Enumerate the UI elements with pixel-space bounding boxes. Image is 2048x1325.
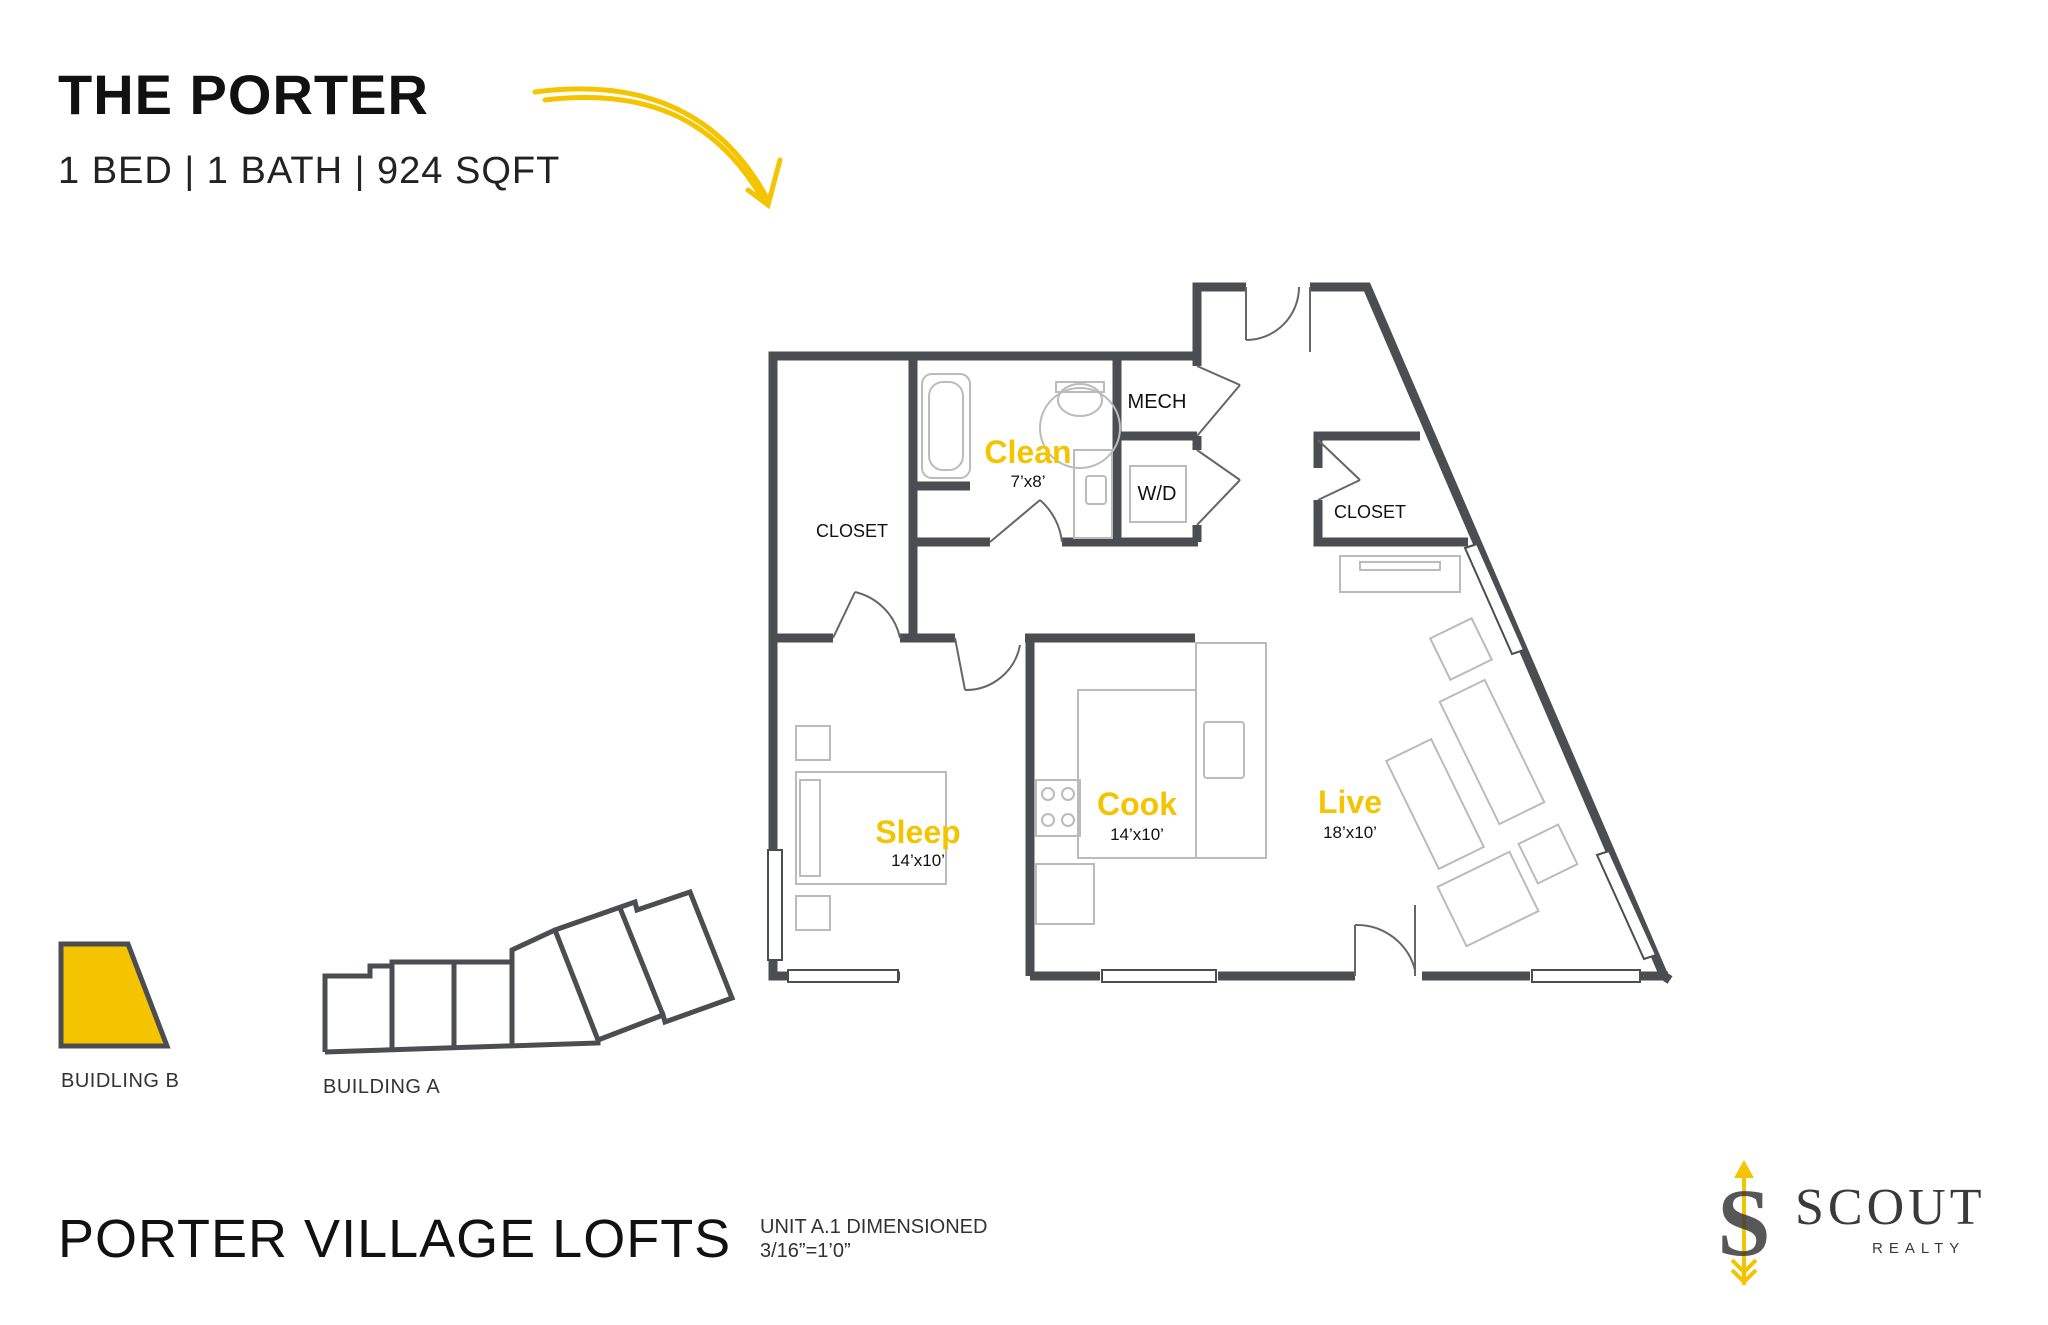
washer-dryer-icon xyxy=(1129,465,1187,523)
bathtub-icon xyxy=(921,373,971,479)
room-dim-clean: 7’x8’ xyxy=(1011,472,1046,491)
wd-label: W/D xyxy=(1138,483,1177,505)
plan-subtitle: 1 BED | 1 BATH | 924 SQFT xyxy=(58,150,561,192)
closet-left-label: CLOSET xyxy=(816,521,888,541)
scale-label: 3/16”=1’0” xyxy=(760,1240,851,1262)
fridge-icon xyxy=(1035,863,1095,925)
building-a-label: BUILDING A xyxy=(323,1076,441,1098)
room-dim-live: 18’x10’ xyxy=(1323,823,1377,842)
windows xyxy=(767,542,1658,983)
building-b-shape xyxy=(58,941,171,1049)
unit-note: UNIT A.1 DIMENSIONED 3/16”=1’0” xyxy=(760,1215,987,1263)
armchair-icon xyxy=(1436,850,1540,948)
room-name-live: Live xyxy=(1318,784,1382,820)
room-dim-sleep: 14’x10’ xyxy=(891,851,945,870)
tv-console-icon xyxy=(1339,555,1461,593)
svg-text:S: S xyxy=(1717,1169,1770,1276)
building-b-label: BUIDLING B xyxy=(61,1070,180,1092)
room-name-cook: Cook xyxy=(1097,786,1177,822)
nightstand-icon xyxy=(795,725,831,761)
sofa-icon xyxy=(1438,678,1546,826)
property-name: PORTER VILLAGE LOFTS xyxy=(58,1209,732,1269)
logo-name: SCOUT xyxy=(1795,1179,1986,1236)
bed-icon xyxy=(795,771,947,885)
toilet-icon xyxy=(1057,383,1103,417)
room-name-sleep: Sleep xyxy=(875,814,960,850)
plan-title: THE PORTER xyxy=(58,63,429,126)
doors xyxy=(832,286,1416,976)
vanity-sink-icon xyxy=(1073,449,1113,539)
side-table-icon xyxy=(1428,616,1494,682)
walls xyxy=(768,282,1673,984)
building-a-shape xyxy=(322,888,736,1055)
unit-label: UNIT A.1 DIMENSIONED xyxy=(760,1216,988,1238)
closet-right-label: CLOSET xyxy=(1334,502,1406,522)
room-name-clean: Clean xyxy=(984,434,1071,470)
room-dim-cook: 14’x10’ xyxy=(1110,825,1164,844)
yellow-arrow-icon xyxy=(532,86,783,210)
logo-sub: REALTY xyxy=(1872,1240,1966,1257)
range-icon xyxy=(1035,779,1081,837)
coffee-table-icon xyxy=(1384,737,1486,871)
fixtures xyxy=(795,373,1579,948)
scout-logo-icon: S xyxy=(1717,1160,1771,1285)
mech-label: MECH xyxy=(1128,391,1187,413)
kitchen-sink-icon xyxy=(1203,721,1245,779)
